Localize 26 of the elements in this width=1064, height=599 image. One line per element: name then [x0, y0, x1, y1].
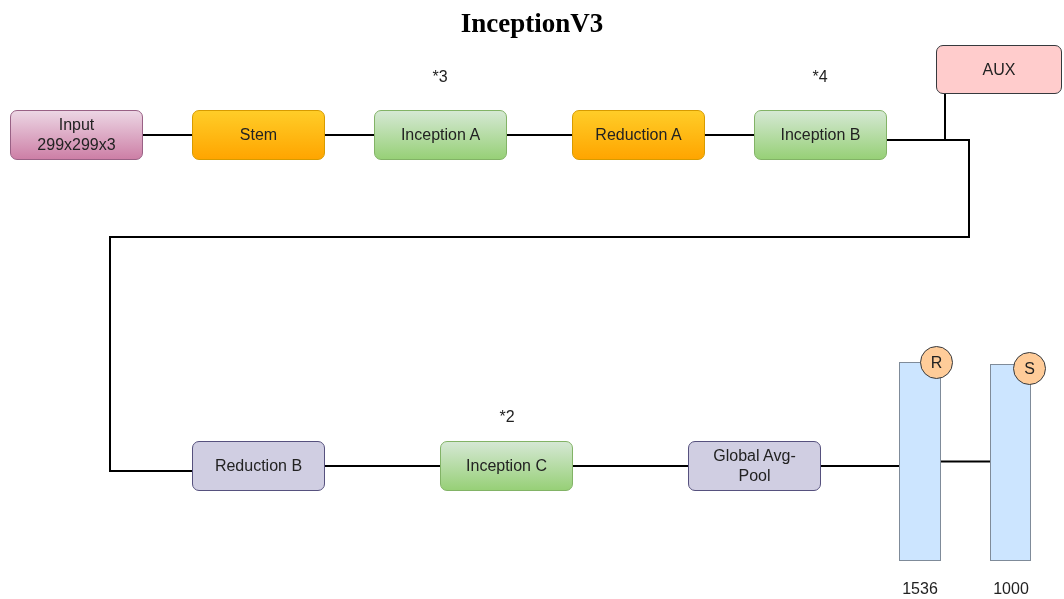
- connector-line: [324, 465, 441, 467]
- process-box: Reduction B: [192, 441, 325, 491]
- connector-line: [324, 134, 375, 136]
- connector-line: [704, 134, 755, 136]
- input-box: Input 299x299x3: [10, 110, 143, 160]
- inception-box: Inception A: [374, 110, 507, 160]
- process-box: Global Avg-Pool: [688, 441, 821, 491]
- inception-box: Inception C: [440, 441, 573, 491]
- unit-count: 1536: [902, 580, 938, 598]
- inception-box: Inception B: [754, 110, 887, 160]
- process-box: Reduction A: [572, 110, 705, 160]
- connector-line: [572, 465, 689, 467]
- process-box: Stem: [192, 110, 325, 160]
- connector-line: [506, 134, 573, 136]
- diagram-title: InceptionV3: [459, 8, 605, 39]
- connector-line: [940, 460, 991, 463]
- aux-box: AUX: [936, 45, 1062, 94]
- unit-count: 1000: [993, 580, 1029, 598]
- connector-line: [109, 139, 970, 472]
- activation-circle: S: [1013, 352, 1046, 385]
- connector-line: [142, 134, 193, 136]
- repeat-count: *4: [812, 68, 828, 86]
- connector-line: [820, 465, 900, 467]
- repeat-count: *3: [432, 68, 448, 86]
- repeat-count: *2: [499, 408, 515, 426]
- activation-circle: R: [920, 346, 953, 379]
